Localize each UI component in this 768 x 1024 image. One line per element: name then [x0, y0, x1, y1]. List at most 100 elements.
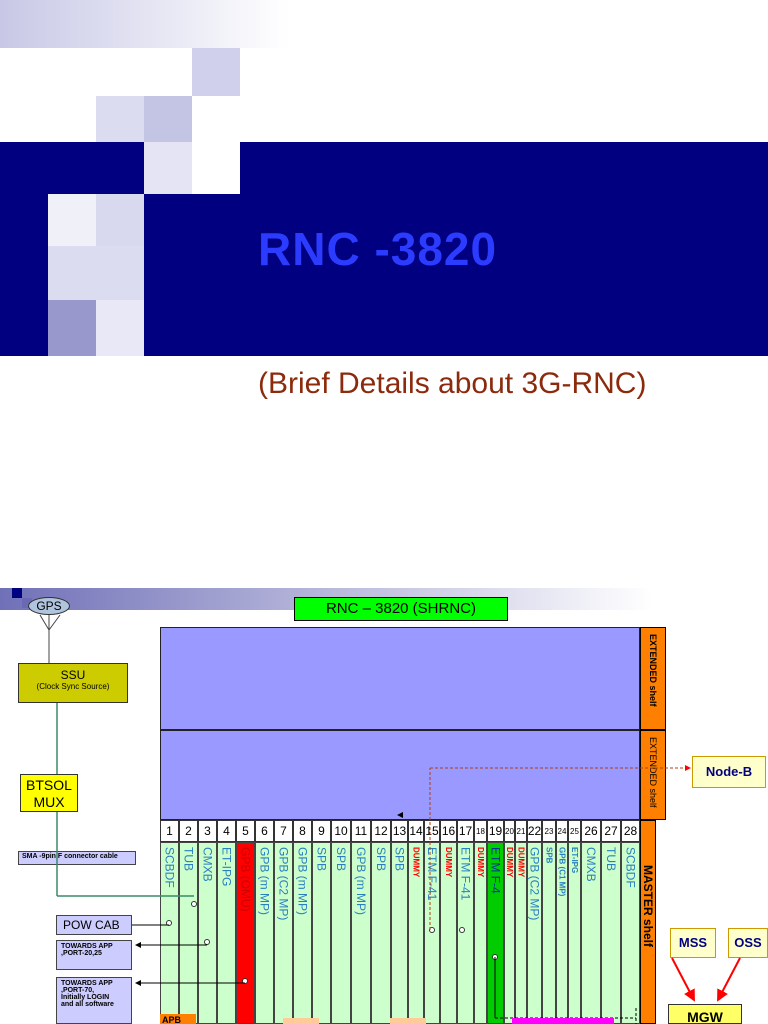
nodeb-box: Node-B [692, 756, 766, 788]
slot-number: 8 [293, 820, 312, 842]
deco-square [48, 300, 96, 356]
towards-app-box-1: TOWARDS APP ,PORT-20,25 [56, 940, 132, 970]
slot-label: GPB (C2 MP) [527, 847, 542, 921]
slot-label: SPB [374, 847, 388, 872]
extended-shelf-label-1: EXTENDED shelf [640, 627, 666, 730]
towards-app-2-line3: Initially LOGIN [61, 994, 110, 1001]
slot-number: 18 [474, 820, 487, 842]
ssu-subtitle: (Clock Sync Source) [36, 682, 110, 691]
slot-number: 13 [391, 820, 408, 842]
towards-app-2-line2: ,PORT-70, [61, 987, 95, 994]
slot-number: 6 [255, 820, 274, 842]
slot-card: GPB (C1 MP) [556, 842, 568, 1024]
slot-label: SCBDF [623, 847, 638, 888]
slot-label: DUMMY [476, 847, 485, 878]
slot-card: TUB [601, 842, 621, 1024]
slot-number: 2 [179, 820, 198, 842]
slot-label: GPB (m MP) [257, 847, 272, 915]
slot-card: TUB [179, 842, 198, 1024]
slot-number: 21 [515, 820, 527, 842]
slot-card: ETM F-4 [487, 842, 504, 1024]
slot-number: 15 [424, 820, 440, 842]
slot-label: GPB (C1 MP) [557, 847, 567, 897]
slot-number: 4 [217, 820, 236, 842]
diagram-heading: RNC – 3820 (SHRNC) [294, 597, 508, 621]
slot-card: GPB (OMU) [236, 842, 255, 1024]
slot-card: SPB [391, 842, 408, 1024]
slot-label: DUMMY [444, 847, 453, 878]
bottom-strip-pink [512, 1018, 614, 1024]
towards-app-1-line2: ,PORT-20,25 [61, 950, 102, 957]
slot-label: ETM F-4 [488, 847, 503, 894]
slot-label: ETM F-41 [458, 847, 473, 901]
slot-label: ET-IPG [219, 847, 234, 887]
slot-label: SPB [392, 847, 407, 872]
btsol-line2: MUX [33, 794, 65, 810]
slot-label: GPB (C2 MP) [276, 847, 291, 921]
apb-box: APB [160, 1014, 196, 1024]
slot-label: GPB (OMU) [238, 847, 253, 912]
mgw-box: MGW [668, 1004, 742, 1024]
slot-label: ETM F-41 [425, 847, 439, 901]
slot-label: CMXB [200, 847, 215, 882]
slot-card: CMXB [198, 842, 217, 1024]
slot-card: SPB [312, 842, 331, 1024]
master-shelf-text: MASTER shelf [641, 865, 655, 948]
slot-label: GPB (m MP) [295, 847, 310, 915]
slot-card: ETM F-41 [424, 842, 440, 1024]
slot-card: ET-IPG [217, 842, 236, 1024]
slot-number: 5 [236, 820, 255, 842]
pow-cab-box: POW CAB [56, 915, 132, 935]
slot-card: SCBDF [160, 842, 179, 1024]
slot-card: GPB (m MP) [351, 842, 371, 1024]
deco-square [0, 0, 290, 48]
slot-card: GPB (C2 MP) [274, 842, 293, 1024]
deco-square [144, 96, 192, 142]
slot-number: 16 [440, 820, 457, 842]
slot-label: ET-IPG [570, 847, 579, 874]
extended-shelf-text: EXTENDED shelf [648, 634, 658, 707]
deco-square [96, 300, 144, 356]
slot-label: CMXB [584, 847, 598, 882]
slide-title: RNC -3820 [258, 223, 498, 275]
connector-port-icon [191, 901, 197, 907]
slot-label: GPB (m MP) [354, 847, 368, 915]
slot-label: DUMMY [411, 847, 421, 878]
slot-label: SPB [334, 847, 348, 872]
gps-ellipse: GPS [28, 597, 70, 615]
slot-number: 10 [331, 820, 351, 842]
diagram-bullet-icon [12, 588, 22, 598]
slot-number: 7 [274, 820, 293, 842]
slot-number: 26 [581, 820, 601, 842]
towards-app-1-line1: TOWARDS APP [61, 943, 113, 950]
slot-number: 28 [621, 820, 640, 842]
slot-label: TUB [604, 847, 618, 871]
towards-app-2-line4: and all software [61, 1001, 114, 1008]
sma-cable-box: SMA -9pin F connector cable [18, 851, 136, 865]
slot-number: 14 [408, 820, 424, 842]
slot-card: SCBDF [621, 842, 640, 1024]
deco-square [48, 246, 144, 300]
extended-shelf-label-2: EXTENDED shelf [640, 730, 666, 820]
deco-square [192, 48, 240, 96]
deco-square [144, 142, 192, 194]
deco-square [192, 142, 240, 194]
ssu-title: SSU [60, 668, 86, 682]
slot-label: SPB [544, 847, 554, 864]
connector-port-icon [459, 927, 465, 933]
slot-card: ETM F-41 [457, 842, 474, 1024]
slot-number: 17 [457, 820, 474, 842]
oss-box: OSS [728, 928, 768, 958]
mss-box: MSS [670, 928, 716, 958]
slot-number: 19 [487, 820, 504, 842]
slot-number: 23 [542, 820, 556, 842]
slot-number: 9 [312, 820, 331, 842]
slot-label: SPB [314, 847, 329, 872]
slot-card: GPB (m MP) [293, 842, 312, 1024]
towards-app-2-line1: TOWARDS APP [61, 980, 113, 987]
slot-label: SCBDF [162, 847, 177, 888]
ssu-box: SSU (Clock Sync Source) [18, 663, 128, 703]
slot-card: CMXB [581, 842, 601, 1024]
slot-number: 20 [504, 820, 515, 842]
